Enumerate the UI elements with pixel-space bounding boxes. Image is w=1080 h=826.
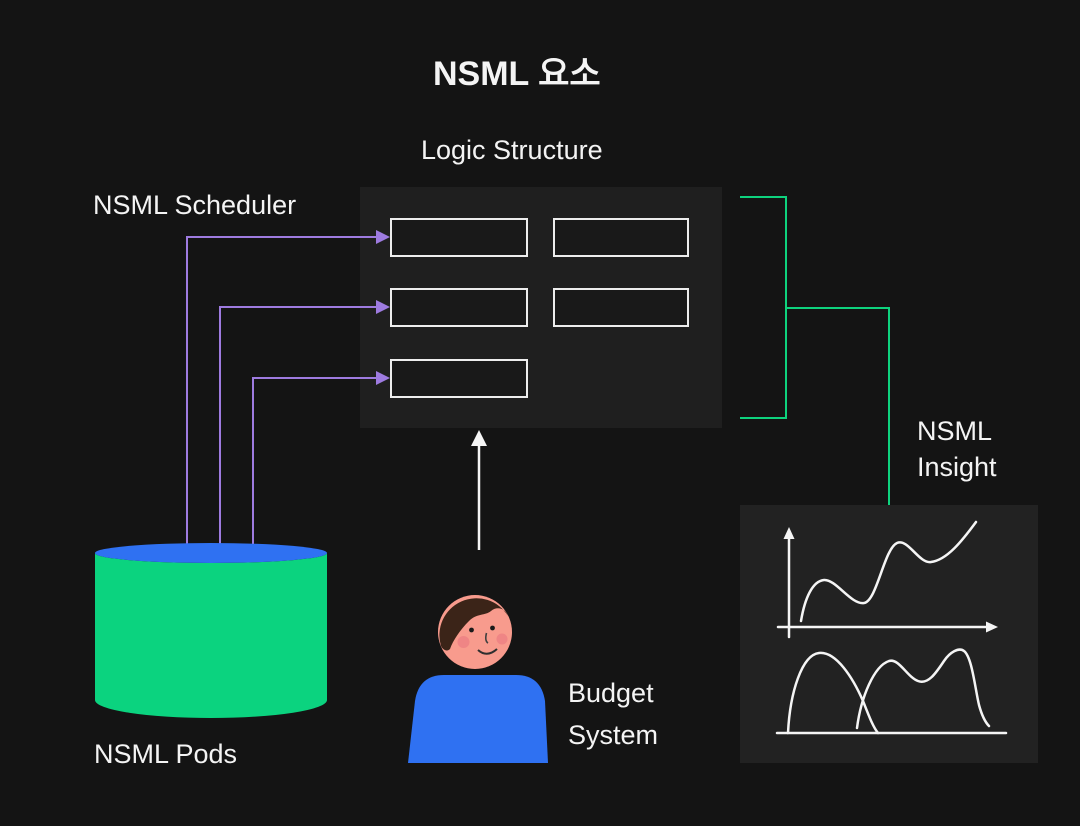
person-blush-left [457, 636, 470, 648]
pods-label: NSML Pods [94, 739, 238, 769]
cylinder-top [95, 543, 327, 563]
logic-box-4 [553, 288, 689, 327]
scheduler-label: NSML Scheduler [93, 190, 297, 220]
person-mouth [477, 648, 498, 655]
up-arrowhead-icon [471, 430, 487, 446]
logic-structure-panel [360, 187, 722, 428]
logic-box-2 [553, 218, 689, 257]
logic-box-5 [390, 359, 528, 398]
budget-to-logic-arrow [471, 430, 487, 550]
cylinder-body [95, 553, 327, 718]
person-eye-left [469, 627, 474, 633]
insight-label-line1: NSML [917, 416, 993, 446]
logic-box-1 [390, 218, 528, 257]
insight-chart-panel [740, 505, 1038, 763]
insight-label-line2: Insight [917, 452, 997, 482]
logic-box-3 [390, 288, 528, 327]
person-hair [439, 598, 508, 651]
insight-bracket [740, 196, 787, 419]
page-title: NSML 요소 [433, 55, 601, 93]
budget-system-label-line2: System [568, 720, 659, 750]
logic-to-insight-connector [740, 196, 890, 505]
pods-cylinder-icon [95, 543, 327, 718]
person-blush-right [496, 633, 508, 645]
logic-structure-label: Logic Structure [421, 135, 603, 165]
scheduler-arrow-line-2 [219, 306, 378, 556]
insight-label: NSML Insight [917, 413, 997, 485]
budget-system-label-line1: Budget [568, 678, 654, 708]
person-body [408, 675, 548, 763]
budget-system-label: Budget System [568, 672, 658, 756]
person-nose [484, 632, 489, 644]
budget-person-icon [408, 595, 548, 763]
insight-branch-line [786, 307, 890, 505]
person-eye-right [490, 625, 495, 631]
scheduler-arrow-line-1 [186, 236, 378, 556]
person-head [438, 595, 512, 669]
